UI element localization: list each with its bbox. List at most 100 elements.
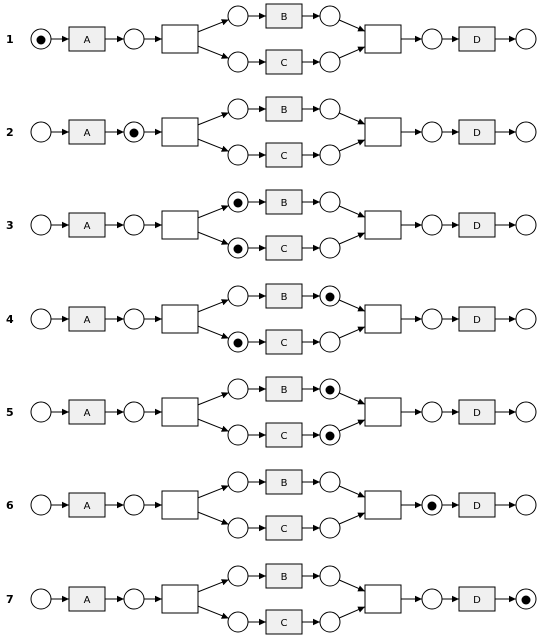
- transition-C: [265, 49, 303, 75]
- place-p4: [421, 28, 443, 50]
- transition-label-C: C: [281, 338, 288, 349]
- transition-split: [161, 397, 199, 427]
- transition-B: [265, 189, 303, 215]
- transition-D: [458, 26, 496, 52]
- transition-label-D: D: [473, 315, 481, 326]
- arc-pB_out-to-join: [338, 205, 366, 218]
- arc-pB_out-to-join: [338, 112, 366, 125]
- transition-label-A: A: [84, 221, 91, 232]
- place-p0: [30, 308, 52, 330]
- arc-split-to-pB_in: [197, 299, 229, 313]
- transition-label-D: D: [473, 35, 481, 46]
- arc-pC_out-to-join: [338, 606, 366, 619]
- arc-split-to-pB_in: [197, 205, 229, 219]
- transition-split: [161, 117, 199, 147]
- arc-split-to-pC_in: [197, 231, 229, 245]
- place-pB_out: [319, 565, 341, 587]
- transition-label-A: A: [84, 128, 91, 139]
- transition-D: [458, 586, 496, 612]
- arc-pB_out-to-join: [338, 392, 366, 405]
- transition-label-A: A: [84, 408, 91, 419]
- token-pC_in: [233, 338, 243, 348]
- transition-split: [161, 584, 199, 614]
- place-p4: [421, 401, 443, 423]
- transition-label-A: A: [84, 595, 91, 606]
- transition-B: [265, 3, 303, 29]
- arc-pC_out-to-join: [338, 326, 366, 339]
- arc-pC_out-to-join: [338, 139, 366, 152]
- place-pB_out: [319, 471, 341, 493]
- arc-split-to-pB_in: [197, 19, 229, 33]
- token-pB_out: [325, 385, 335, 395]
- place-pC_in: [227, 611, 249, 633]
- place-pC_in: [227, 517, 249, 539]
- place-p1: [123, 401, 145, 423]
- place-pB_in: [227, 285, 249, 307]
- row-number-label: 3: [6, 219, 14, 232]
- transition-A: [68, 26, 106, 52]
- transition-label-C: C: [281, 524, 288, 535]
- transition-label-C: C: [281, 58, 288, 69]
- row-number-label: 7: [6, 593, 14, 606]
- transition-A: [68, 586, 106, 612]
- transition-label-C: C: [281, 151, 288, 162]
- place-pC_out: [319, 144, 341, 166]
- arc-pC_out-to-join: [338, 512, 366, 525]
- arc-pB_out-to-join: [338, 19, 366, 32]
- transition-split: [161, 24, 199, 54]
- place-p0: [30, 401, 52, 423]
- transition-label-B: B: [281, 105, 288, 116]
- place-pC_out: [319, 331, 341, 353]
- transition-D: [458, 212, 496, 238]
- place-pC_in: [227, 144, 249, 166]
- place-p5: [515, 214, 537, 236]
- token-pC_in: [233, 244, 243, 254]
- place-p5: [515, 28, 537, 50]
- transition-C: [265, 609, 303, 635]
- transition-split: [161, 490, 199, 520]
- transition-label-C: C: [281, 618, 288, 629]
- transition-label-B: B: [281, 385, 288, 396]
- transition-A: [68, 119, 106, 145]
- transition-join: [364, 24, 402, 54]
- token-pC_out: [325, 431, 335, 441]
- arc-pC_out-to-join: [338, 232, 366, 245]
- transition-A: [68, 306, 106, 332]
- transition-B: [265, 96, 303, 122]
- row-number-label: 2: [6, 126, 14, 139]
- place-p1: [123, 588, 145, 610]
- transition-join: [364, 304, 402, 334]
- place-p5: [515, 401, 537, 423]
- transition-D: [458, 399, 496, 425]
- transition-label-B: B: [281, 198, 288, 209]
- place-pC_in: [227, 51, 249, 73]
- place-p0: [30, 588, 52, 610]
- place-p4: [421, 308, 443, 330]
- transition-label-C: C: [281, 431, 288, 442]
- transition-D: [458, 119, 496, 145]
- transition-label-D: D: [473, 128, 481, 139]
- transition-join: [364, 117, 402, 147]
- transition-join: [364, 397, 402, 427]
- transition-label-A: A: [84, 315, 91, 326]
- place-pC_out: [319, 611, 341, 633]
- place-p1: [123, 308, 145, 330]
- token-p1: [129, 128, 139, 138]
- arc-split-to-pC_in: [197, 325, 229, 339]
- transition-label-D: D: [473, 408, 481, 419]
- place-p5: [515, 308, 537, 330]
- arc-pB_out-to-join: [338, 299, 366, 312]
- place-p1: [123, 214, 145, 236]
- row-number-label: 1: [6, 33, 14, 46]
- place-p5: [515, 121, 537, 143]
- token-p5: [521, 595, 531, 605]
- place-p0: [30, 214, 52, 236]
- place-pC_out: [319, 51, 341, 73]
- arc-split-to-pC_in: [197, 138, 229, 152]
- place-p4: [421, 121, 443, 143]
- arc-pC_out-to-join: [338, 46, 366, 59]
- token-pB_out: [325, 292, 335, 302]
